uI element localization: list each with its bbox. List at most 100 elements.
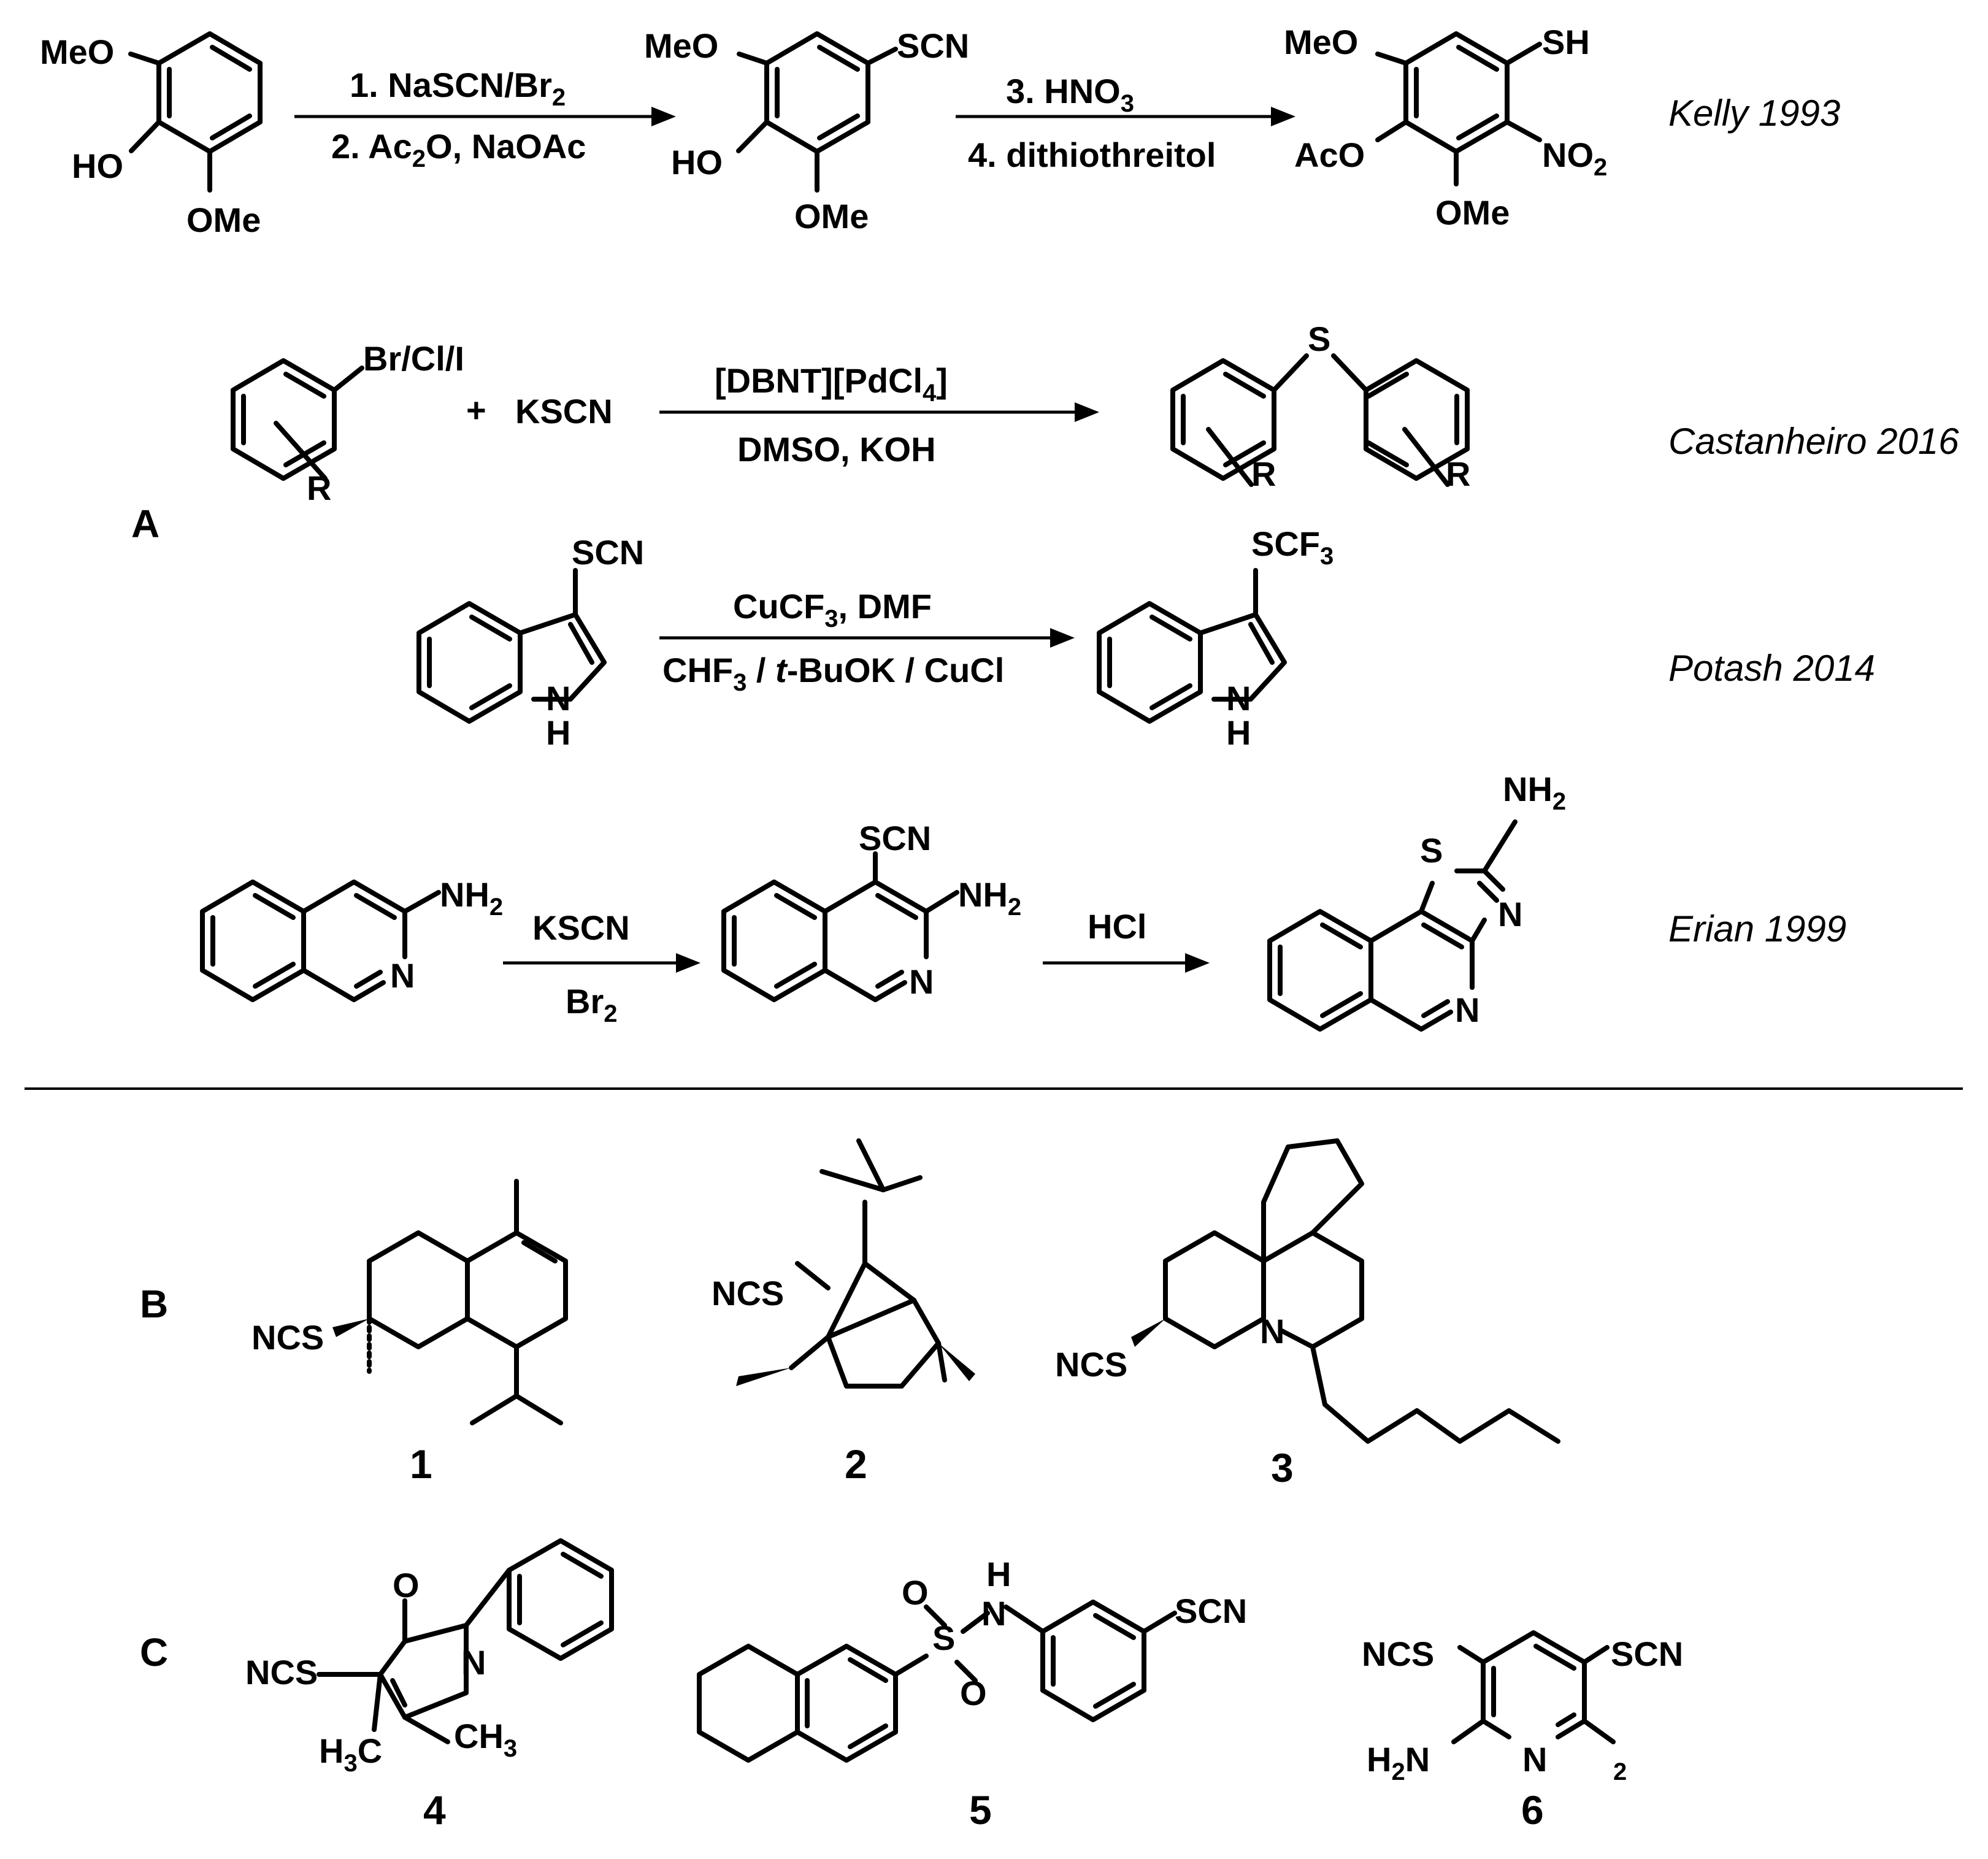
erian-sm-n-label: N [390, 956, 415, 995]
potash-scheme: SCN N H CuCF3, DMF CHF3 / t-BuOK / CuCl … [416, 524, 1875, 752]
castanheiro-scheme: Br/Cl/I R + KSCN [DBNT][PdCl4] DMSO, KOH… [231, 320, 1959, 507]
compound-6-nh2-label: 2 [1613, 1758, 1627, 1785]
potash-arrow: CuCF3, DMF CHF3 / t-BuOK / CuCl [659, 587, 1075, 696]
compound-5-number: 5 [969, 1787, 992, 1833]
castanheiro-diaryl-sulfide: S R R [1170, 320, 1470, 493]
erian-prod-n2-label: N [1455, 991, 1479, 1029]
erian-reagent-br2: Br2 [566, 982, 617, 1027]
erian-sm-nh2-label: NH2 [440, 875, 503, 921]
compound-4-ncs-label: NCS [245, 1653, 318, 1692]
compound-4-h3c-label: H3C [319, 1731, 382, 1777]
potash-prod-scf3-label: SCF3 [1251, 524, 1334, 570]
compound-3: NCS N 3 [1055, 1138, 1560, 1490]
compound-3-n-label: N [1260, 1312, 1284, 1351]
compound-1: NCS 1 [251, 1179, 568, 1487]
kelly-int-ho-label: HO [671, 143, 723, 182]
compound-5-o2-label: O [960, 1674, 987, 1712]
erian-citation: Erian 1999 [1668, 908, 1846, 949]
section-label-a: A [131, 502, 159, 546]
compound-4-o-label: O [393, 1566, 420, 1604]
erian-reagent-kscn: KSCN [532, 908, 630, 947]
compound-6-scn-label: SCN [1611, 1635, 1683, 1673]
castanheiro-r-label-3: R [1446, 454, 1470, 493]
erian-reagent-hcl: HCl [1088, 907, 1146, 946]
compound-3-number: 3 [1271, 1445, 1294, 1490]
kelly-int-meo-label: MeO [644, 26, 718, 65]
kelly-sm-meo-label: MeO [40, 33, 114, 71]
erian-product: S N N NH2 [1267, 770, 1566, 1032]
kelly-int-ome-label: OMe [794, 197, 869, 236]
compound-4-number: 4 [423, 1787, 446, 1833]
compound-3-ncs-label: NCS [1055, 1345, 1127, 1384]
potash-conditions-2: CHF3 / t-BuOK / CuCl [662, 651, 1004, 696]
kelly-prod-ome-label: OMe [1435, 193, 1510, 232]
kelly-prod-no2-label: NO2 [1542, 136, 1607, 181]
kelly-prod-sh-label: SH [1542, 23, 1590, 61]
compound-6-number: 6 [1521, 1787, 1544, 1833]
kelly-scheme: MeO HO OMe 1. NaSCN/Br2 2. Ac2O, NaOAc M… [40, 23, 1840, 239]
castanheiro-aryl-halide: Br/Cl/I R [231, 339, 464, 507]
castanheiro-r-label-2: R [1251, 454, 1276, 493]
section-label-b: B [140, 1282, 168, 1326]
castanheiro-catalyst: [DBNT][PdCl4] [715, 361, 948, 407]
compound-4: O N NCS H3C CH3 4 [245, 1538, 614, 1833]
compound-6: NCS SCN H2N N 2 6 [1362, 1630, 1683, 1833]
kelly-arrow-1: 1. NaSCN/Br2 2. Ac2O, NaOAc [294, 66, 676, 172]
erian-int-nh2-label: NH2 [958, 875, 1021, 921]
compound-6-h2n-label: H2N [1367, 1740, 1430, 1785]
compound-4-ch3-label: CH3 [454, 1717, 517, 1762]
compound-1-ncs-label: NCS [251, 1318, 324, 1357]
castanheiro-kscn-label: KSCN [515, 392, 613, 431]
compound-6-ncs-label: NCS [1362, 1635, 1434, 1673]
erian-prod-nh2-label: NH2 [1503, 770, 1566, 815]
compound-5-h-label: H [986, 1555, 1011, 1593]
potash-product-indole: SCF3 N H [1097, 524, 1334, 752]
erian-arrow-1: KSCN Br2 [503, 908, 700, 1027]
kelly-product: MeO SH AcO NO2 OMe [1284, 23, 1607, 232]
erian-arrow-2: HCl [1043, 907, 1210, 973]
compound-1-number: 1 [410, 1441, 432, 1487]
compound-2-ncs-label: NCS [712, 1274, 784, 1313]
compound-5-n-label: N [981, 1594, 1006, 1633]
castanheiro-conditions: DMSO, KOH [737, 430, 936, 469]
section-label-c: C [140, 1630, 168, 1674]
kelly-sm-ho-label: HO [72, 147, 123, 185]
potash-sm-scn-label: SCN [572, 533, 644, 572]
castanheiro-s-label: S [1308, 320, 1330, 358]
compound-4-n-label: N [461, 1643, 486, 1682]
potash-starting-indole: SCN N H [416, 533, 644, 752]
erian-prod-n1-label: N [1498, 895, 1522, 933]
potash-citation: Potash 2014 [1668, 648, 1875, 689]
erian-intermediate: SCN NH2 N [721, 819, 1021, 1002]
kelly-citation: Kelly 1993 [1668, 93, 1840, 134]
erian-starting-isoquinoline: NH2 N [200, 875, 503, 1002]
compound-5: S O O H N SCN 5 [697, 1555, 1247, 1833]
erian-prod-s-label: S [1420, 831, 1443, 870]
kelly-step-4: 4. dithiothreitol [968, 136, 1216, 174]
castanheiro-arrow: [DBNT][PdCl4] DMSO, KOH [659, 361, 1099, 469]
compound-5-s-label: S [932, 1619, 955, 1657]
potash-prod-n-label: N [1226, 679, 1251, 718]
potash-prod-h-label: H [1226, 713, 1251, 752]
castanheiro-citation: Castanheiro 2016 [1668, 421, 1959, 462]
kelly-arrow-2: 3. HNO3 4. dithiothreitol [956, 72, 1295, 174]
erian-int-scn-label: SCN [859, 819, 931, 857]
compound-6-n-label: N [1522, 1740, 1547, 1779]
kelly-starting-material: MeO HO OMe [40, 31, 263, 239]
erian-int-n-label: N [909, 962, 934, 1001]
kelly-step-3: 3. HNO3 [1006, 72, 1134, 117]
kelly-sm-ome-label: OMe [186, 201, 261, 239]
kelly-step-1: 1. NaSCN/Br2 [350, 66, 566, 111]
kelly-prod-meo-label: MeO [1284, 23, 1358, 61]
compound-2: NCS 2 [712, 1138, 975, 1487]
kelly-step-2: 2. Ac2O, NaOAc [331, 127, 586, 172]
potash-sm-h-label: H [546, 713, 570, 752]
compound-5-o1-label: O [902, 1573, 929, 1612]
potash-sm-n-label: N [546, 679, 570, 718]
potash-conditions-1: CuCF3, DMF [733, 587, 932, 632]
kelly-prod-aco-label: AcO [1294, 136, 1365, 174]
castanheiro-halide-label: Br/Cl/I [363, 339, 464, 378]
castanheiro-plus: + [466, 391, 486, 429]
erian-scheme: NH2 N KSCN Br2 SCN NH2 N HC [200, 770, 1846, 1032]
compound-2-number: 2 [845, 1441, 867, 1487]
